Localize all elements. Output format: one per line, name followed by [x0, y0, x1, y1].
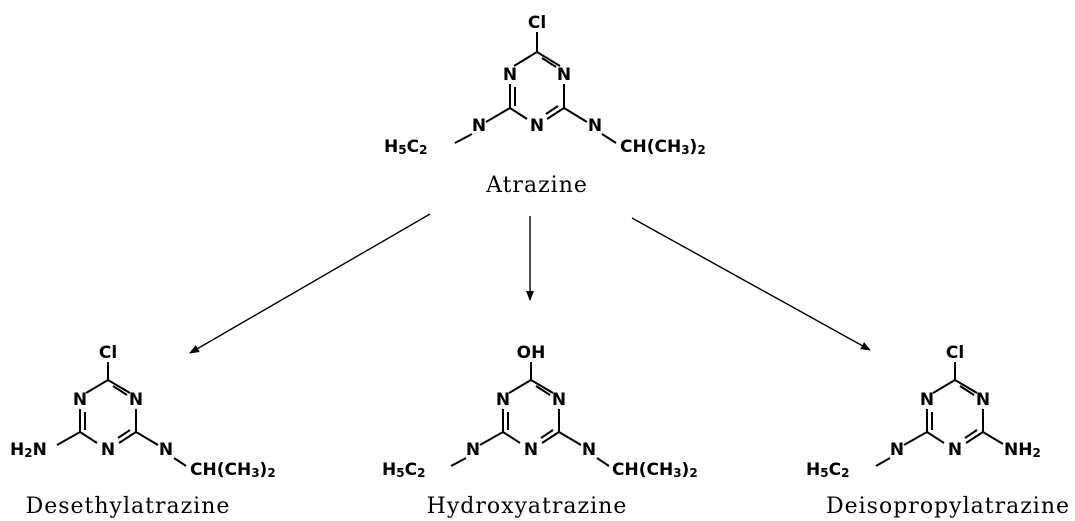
ring-nitrogen: N [920, 390, 934, 410]
amine-nitrogen: N [588, 116, 602, 136]
molecule-name: Deisopropylatrazine [826, 494, 1070, 519]
arrow-to-deisopropylatrazine [631, 217, 871, 351]
ring-nitrogen: N [976, 390, 990, 410]
ring-nitrogen: N [503, 65, 517, 85]
ring-nitrogen: N [129, 390, 143, 410]
substituent-left: H2N [10, 440, 47, 460]
substituent-right: NH2 [1004, 440, 1041, 460]
amine-nitrogen: N [890, 440, 904, 460]
molecule-name: Atrazine [485, 173, 588, 198]
substituent-right: CH(CH3)2 [620, 137, 706, 157]
ring-nitrogen: N [948, 440, 962, 460]
reaction-arrows [189, 213, 871, 354]
arrow-to-desethylatrazine [189, 213, 431, 354]
substituent-left: H5C2 [382, 460, 425, 480]
molecule-name: Desethylatrazine [26, 494, 231, 519]
ring-nitrogen: N [530, 116, 544, 136]
substituent-top: Cl [99, 343, 117, 363]
substituent-right: CH(CH3)2 [190, 460, 276, 480]
substituent-top: Cl [528, 13, 546, 33]
ring-nitrogen: N [73, 390, 87, 410]
ring-nitrogen: N [101, 440, 115, 460]
molecule-name: Hydroxyatrazine [427, 494, 628, 519]
molecule-hydroxyatrazine: OH N N N N H5C2 N CH(CH3)2 Hydroxyatrazi… [382, 343, 698, 519]
substituent-right: CH(CH3)2 [612, 460, 698, 480]
molecule-atrazine: Cl N N N N H5C2 N CH(CH3)2 Atrazine [384, 13, 706, 198]
substituent-left: H5C2 [384, 137, 427, 157]
amine-nitrogen: N [466, 440, 480, 460]
ring-nitrogen: N [524, 440, 538, 460]
ring-nitrogen: N [496, 390, 510, 410]
substituent-top: Cl [946, 343, 964, 363]
amine-nitrogen: N [472, 116, 486, 136]
ring-nitrogen: N [557, 65, 571, 85]
ring-nitrogen: N [552, 390, 566, 410]
substituent-left: H5C2 [806, 460, 849, 480]
molecule-desethylatrazine: Cl N N N H2N N CH(CH3)2 Desethylatrazine [10, 343, 276, 519]
substituent-top: OH [517, 343, 546, 363]
amine-nitrogen: N [582, 440, 596, 460]
molecule-deisopropylatrazine: Cl N N N N H5C2 NH2 Deisopropylatrazine [806, 343, 1070, 519]
amine-nitrogen: N [159, 440, 173, 460]
